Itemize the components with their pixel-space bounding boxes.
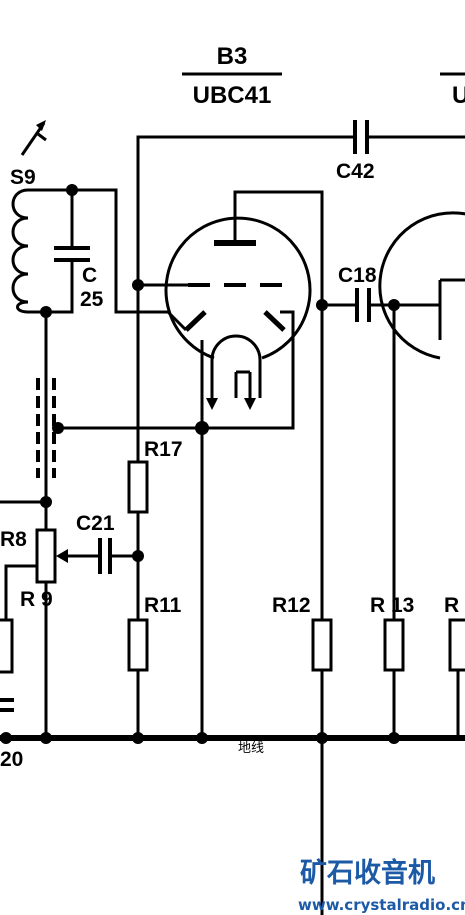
resistor-r17 (127, 460, 149, 514)
resistor-r11 (127, 618, 149, 672)
label-r17: R17 (144, 438, 183, 461)
if-transformer-core (36, 378, 56, 478)
label-c25-b: 25 (80, 288, 104, 311)
capacitor-c42 (353, 120, 369, 154)
label-r8: R8 (0, 528, 27, 551)
resistor-r13 (383, 618, 405, 672)
label-c42: C42 (336, 160, 375, 183)
label-c21: C21 (76, 512, 115, 535)
capacitor-c21 (98, 538, 112, 574)
label-r11: R11 (144, 594, 182, 617)
label-c25-a: C (82, 264, 97, 287)
tube-designator: B3 (217, 43, 248, 70)
capacitor-c18 (355, 288, 371, 322)
label-ground: 地线 (238, 740, 264, 755)
watermark-site-name: 矿石收音机 (300, 857, 435, 889)
label-r-partial: R (444, 594, 459, 617)
resistor-right-partial (448, 618, 465, 672)
label-c18: C18 (338, 264, 377, 287)
wiper-arrow (56, 549, 68, 563)
wire-c25-bottom (46, 262, 74, 314)
tube-next-partial (378, 211, 465, 360)
tuning-arrow (20, 120, 47, 156)
label-r13: R 13 (370, 594, 414, 617)
junction-dots (0, 184, 400, 744)
label-s9: S9 (10, 166, 36, 189)
coil-s9 (11, 188, 72, 314)
resistor-r8 (35, 528, 57, 584)
resistor-left-partial (0, 618, 14, 674)
label-r9: R 9 (20, 588, 53, 611)
tube-next-type: U (452, 82, 465, 109)
wire-left-branch (4, 564, 37, 620)
tube-b3 (164, 190, 324, 738)
wire-diode-tap (58, 310, 295, 430)
watermark-url: www.crystalradio.cn (298, 896, 465, 914)
resistor-r12 (311, 618, 333, 672)
capacitor-c25 (54, 246, 90, 262)
tube-type: UBC41 (193, 82, 272, 109)
label-c20-partial: 20 (0, 748, 23, 771)
wire-to-grid (72, 188, 168, 314)
label-r12: R12 (272, 594, 311, 617)
capacitor-c20 (0, 698, 14, 712)
